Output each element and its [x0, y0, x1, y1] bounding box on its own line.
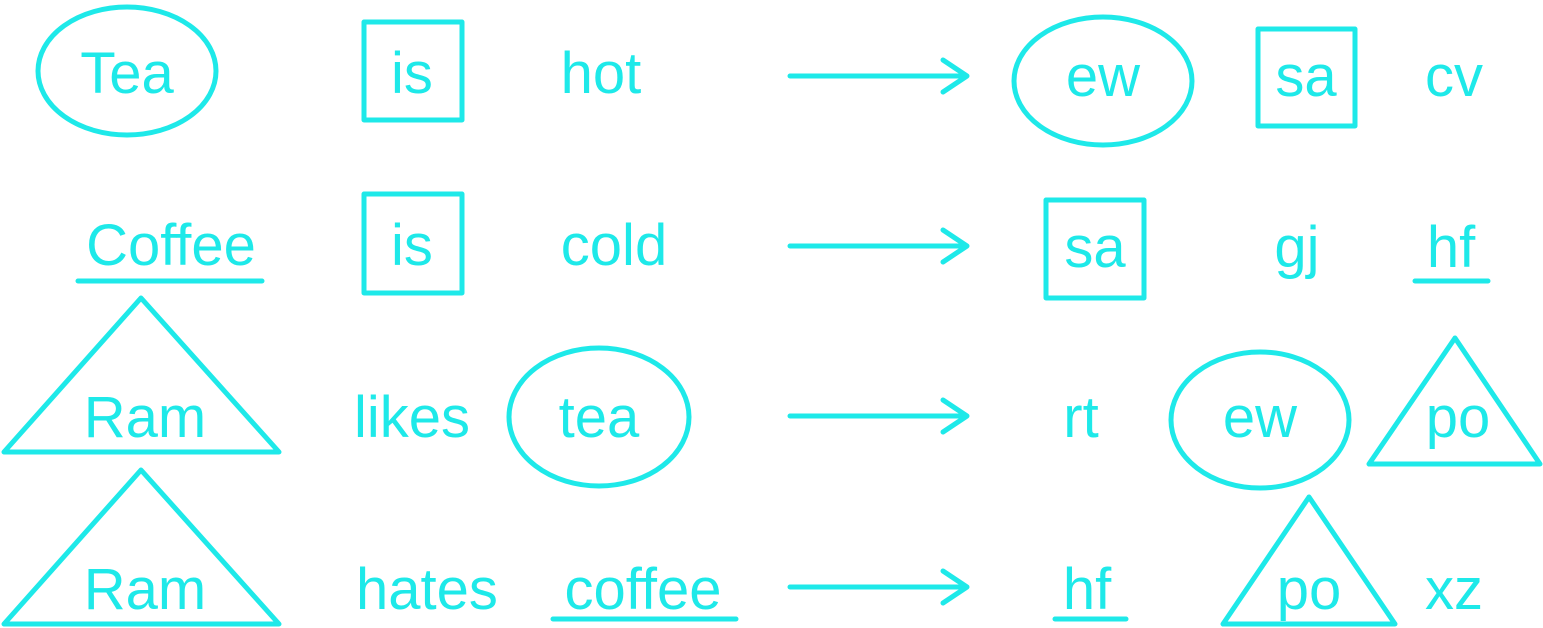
row-2: Coffee is cold sa gj hf	[75, 191, 1491, 301]
triangle-mark	[1, 467, 282, 627]
word-tea: Tea	[80, 41, 174, 106]
box-mark	[361, 19, 465, 123]
word-hf: hf	[1063, 557, 1112, 622]
triangle-mark	[1, 295, 282, 455]
word-is: is	[391, 41, 433, 106]
word-sa: sa	[1275, 44, 1337, 109]
word-hf: hf	[1427, 215, 1476, 280]
word-rt: rt	[1063, 385, 1098, 450]
triangle-mark	[1220, 494, 1398, 627]
ellipse-mark	[1011, 14, 1195, 148]
word-po: po	[1426, 385, 1491, 450]
word-ram: Ram	[84, 385, 206, 450]
word-hates: hates	[356, 557, 498, 622]
box-mark	[1255, 26, 1358, 129]
word-hot: hot	[561, 41, 642, 106]
arrow	[787, 568, 970, 606]
word-po: po	[1277, 557, 1342, 622]
word-ew: ew	[1223, 385, 1298, 450]
word-ram: Ram	[84, 557, 206, 622]
row-1: Tea is hot ew sa cv	[35, 4, 1483, 148]
arrow	[787, 227, 970, 265]
word-cv: cv	[1425, 44, 1483, 109]
ellipse-mark	[1168, 349, 1352, 491]
word-tea: tea	[559, 385, 640, 450]
arrow	[787, 397, 970, 435]
word-likes: likes	[354, 385, 470, 450]
ellipse-mark	[506, 345, 692, 489]
word-is: is	[391, 213, 433, 278]
word-sa: sa	[1064, 215, 1126, 280]
row-3: Ram likes tea rt ew po	[1, 295, 1543, 491]
box-mark	[361, 191, 465, 296]
word-cold: cold	[561, 213, 667, 278]
word-ew: ew	[1066, 44, 1141, 109]
triangle-mark	[1366, 335, 1543, 467]
word-xz: xz	[1425, 557, 1483, 622]
arrow	[787, 57, 970, 95]
row-4: Ram hates coffee hf po xz	[1, 467, 1483, 627]
word-gj: gj	[1274, 215, 1319, 280]
word-coffee: Coffee	[86, 213, 256, 278]
box-mark	[1043, 197, 1147, 301]
ellipse-mark	[35, 4, 219, 138]
word-coffee: coffee	[565, 557, 722, 622]
